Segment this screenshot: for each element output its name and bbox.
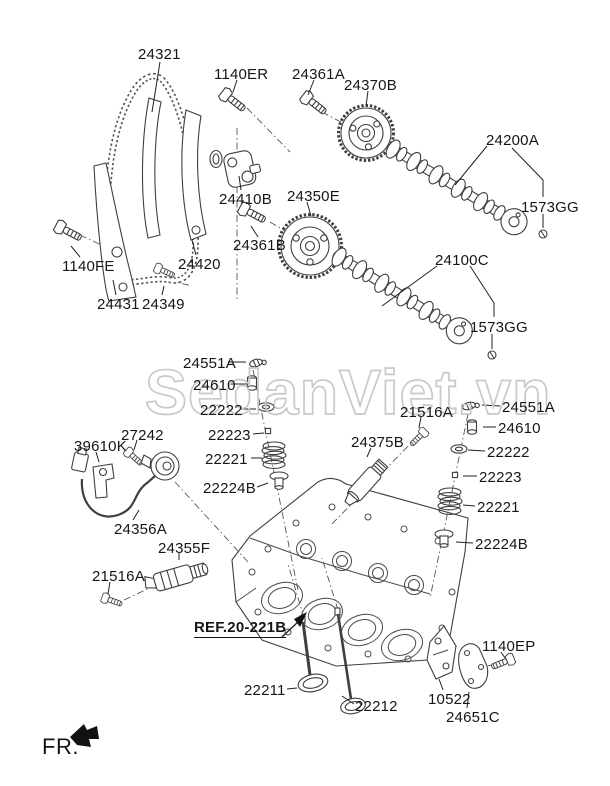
part-label-24551A-right: 24551A bbox=[502, 399, 555, 416]
sensor-assembly bbox=[71, 446, 180, 518]
exhaust-valve-22212 bbox=[334, 607, 366, 715]
part-label-24610-left: 24610 bbox=[193, 377, 236, 394]
ref-arrowhead bbox=[294, 612, 307, 627]
solenoid-valve-24375B bbox=[344, 458, 389, 506]
part-label-10522: 10522 bbox=[428, 691, 471, 708]
bracket-10522 bbox=[426, 625, 457, 680]
part-label-24370B: 24370B bbox=[344, 77, 397, 94]
leader-lines bbox=[70, 61, 544, 709]
part-label-22224B-right: 22224B bbox=[475, 536, 528, 553]
part-label-22224B-left: 22224B bbox=[203, 480, 256, 497]
chain-guide-24420 bbox=[181, 109, 207, 241]
cylinder-head-drawing bbox=[231, 477, 469, 667]
part-label-24200A: 24200A bbox=[486, 132, 539, 149]
bolt-21516A-left bbox=[99, 591, 124, 610]
bolt-21516A-right bbox=[406, 425, 431, 450]
part-label-1140FE: 1140FE bbox=[62, 258, 115, 275]
part-label-24361A: 24361A bbox=[292, 66, 345, 83]
plug-1573GG-bottom bbox=[487, 350, 497, 360]
part-label-1573GG-bottom: 1573GG bbox=[470, 319, 528, 336]
part-label-24610-right: 24610 bbox=[498, 420, 541, 437]
part-label-1573GG-top: 1573GG bbox=[521, 199, 579, 216]
part-label-22221-left: 22221 bbox=[205, 451, 248, 468]
plug-1573GG-top bbox=[538, 229, 548, 239]
part-label-22223-left: 22223 bbox=[208, 427, 251, 444]
camshaft-24200A bbox=[380, 134, 533, 241]
fr-direction-arrow bbox=[70, 724, 99, 747]
part-label-24356A: 24356A bbox=[114, 521, 167, 538]
cvvt-sprocket-24370B bbox=[337, 104, 395, 162]
ref-callout-label: REF.20-221B bbox=[194, 619, 287, 639]
part-label-24361B: 24361B bbox=[233, 237, 286, 254]
bolt-1140FE bbox=[52, 218, 85, 246]
part-label-24431: 24431 bbox=[97, 296, 140, 313]
part-label-22223-right: 22223 bbox=[479, 469, 522, 486]
chain-guide-center bbox=[141, 97, 162, 239]
part-label-24651C: 24651C bbox=[446, 709, 500, 726]
chain-tensioner-24410B bbox=[209, 149, 261, 188]
part-label-24100C: 24100C bbox=[435, 252, 489, 269]
part-label-27242: 27242 bbox=[121, 427, 164, 444]
part-label-24350E: 24350E bbox=[287, 188, 340, 205]
part-label-22222-right: 22222 bbox=[487, 444, 530, 461]
part-label-22222-left: 22222 bbox=[200, 402, 243, 419]
part-label-22221-right: 22221 bbox=[477, 499, 520, 516]
front-direction-label: FR. bbox=[42, 734, 79, 759]
ocv-valve-24355F bbox=[144, 562, 209, 592]
tensioner-arm-24431 bbox=[93, 162, 137, 302]
part-label-1140EP: 1140EP bbox=[482, 638, 536, 655]
cvvt-sprocket-24350E bbox=[277, 213, 343, 279]
part-label-24349: 24349 bbox=[142, 296, 185, 313]
part-label-24551A-left: 24551A bbox=[183, 355, 236, 372]
part-label-21516A-left: 21516A bbox=[92, 568, 145, 585]
part-label-24321: 24321 bbox=[138, 46, 181, 63]
part-label-1140ER: 1140ER bbox=[214, 66, 269, 83]
part-label-24410B: 24410B bbox=[219, 191, 272, 208]
part-label-22211: 22211 bbox=[244, 682, 286, 699]
part-label-22212: 22212 bbox=[355, 698, 398, 715]
part-label-24420: 24420 bbox=[178, 256, 221, 273]
watermark-text: SedanViet.vn bbox=[145, 358, 552, 428]
part-label-24355F: 24355F bbox=[158, 540, 211, 557]
part-label-21516A-right: 21516A bbox=[400, 404, 453, 421]
part-label-24375B: 24375B bbox=[351, 434, 404, 451]
cover-24651C bbox=[458, 643, 489, 689]
part-label-39610K: 39610K bbox=[74, 438, 127, 455]
